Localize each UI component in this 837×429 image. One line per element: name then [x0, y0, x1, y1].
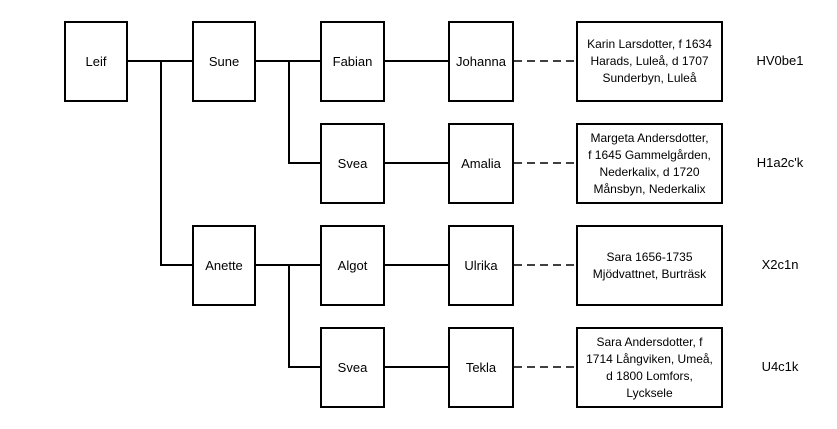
ancestor-line: f 1645 Gammelgården, [588, 147, 711, 162]
ancestor-box: Sara Andersdotter, f 1714 Långviken, Ume… [576, 327, 723, 408]
person-name: Algot [337, 258, 368, 273]
person-svea-2: Svea [320, 327, 385, 408]
haplogroup-label: U4c1k [761, 359, 799, 374]
person-name: Fabian [332, 54, 373, 69]
person-anette: Anette [192, 225, 256, 306]
ancestor-line: Sara 1656-1735 [606, 249, 693, 264]
person-name: Johanna [456, 54, 506, 69]
person-name: Anette [205, 258, 243, 273]
person-name: Sune [208, 54, 240, 69]
ancestor-line: Sunderbyn, Luleå [602, 71, 697, 85]
ancestor-box: Sara 1656-1735 Mjödvattnet, Burträsk [576, 225, 723, 306]
person-sune: Sune [192, 21, 256, 102]
person-name: Tekla [465, 360, 497, 375]
person-name: Ulrika [464, 258, 498, 273]
ancestor-line: Mjödvattnet, Burträsk [592, 266, 707, 281]
ancestor-line: Harads, Luleå, d 1707 [590, 54, 709, 68]
ancestor-box: Karin Larsdotter, f 1634 Harads, Luleå, … [576, 21, 723, 102]
person-name: Svea [337, 156, 368, 171]
ancestor-line: Sara Andersdotter, f [596, 334, 703, 349]
person-name: Amalia [461, 156, 501, 171]
person-name: Svea [337, 360, 368, 375]
person-name: Leif [85, 54, 107, 69]
haplogroup-label: HV0be1 [756, 53, 804, 68]
person-svea-1: Svea [320, 123, 385, 204]
ancestor-line: Månsbyn, Nederkalix [593, 181, 706, 196]
haplogroup-label: H1a2c'k [756, 155, 804, 170]
person-leif: Leif [64, 21, 128, 102]
person-algot: Algot [320, 225, 385, 306]
ancestor-line: Karin Larsdotter, f 1634 [587, 37, 712, 51]
ancestor-line: d 1800 Lomfors, [606, 368, 693, 383]
person-johanna: Johanna [448, 21, 514, 102]
ancestor-box: Margeta Andersdotter, f 1645 Gammelgårde… [576, 123, 723, 204]
person-tekla: Tekla [448, 327, 514, 408]
ancestor-line: 1714 Långviken, Umeå, [586, 351, 713, 366]
person-ulrika: Ulrika [448, 225, 514, 306]
person-amalia: Amalia [448, 123, 514, 204]
haplogroup-label: X2c1n [761, 257, 799, 272]
ancestor-line: Nederkalix, d 1720 [599, 164, 700, 179]
ancestor-line: Lycksele [626, 385, 673, 400]
ancestor-line: Margeta Andersdotter, [590, 130, 709, 145]
person-fabian: Fabian [320, 21, 385, 102]
